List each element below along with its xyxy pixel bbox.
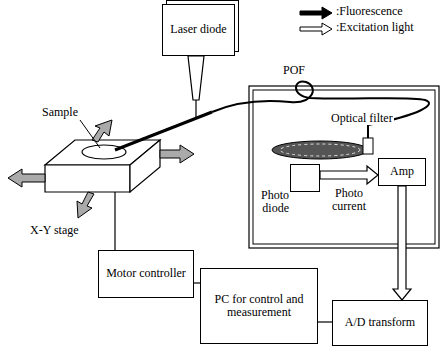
node-text: Laser diode <box>166 21 230 38</box>
move-arrow <box>8 169 45 187</box>
move-arrow <box>77 192 94 218</box>
node-text: Photo diode <box>251 189 289 215</box>
stage-side <box>130 140 160 192</box>
node-text: A/D transform <box>341 314 419 331</box>
edge-label: Photo current <box>326 187 372 213</box>
move-arrow <box>160 145 194 163</box>
photo-diode: Photo diode <box>290 164 320 192</box>
node-text: Amp <box>386 163 418 180</box>
connector-line <box>318 321 332 322</box>
legend-text: :Fluorescence <box>336 5 403 18</box>
control-wire <box>114 192 115 250</box>
detector-frame <box>249 86 439 248</box>
stage-front <box>45 165 130 192</box>
node-text: Motor controller <box>102 265 190 282</box>
laser-nozzle <box>188 56 204 100</box>
part-label: Sample <box>42 106 78 119</box>
detector-frame <box>253 90 435 244</box>
laser-tip <box>195 100 196 118</box>
leader-line <box>80 120 100 148</box>
process-box: A/D transform <box>332 300 428 346</box>
legend-arrow-white <box>300 23 332 35</box>
process-box: Motor controller <box>98 250 194 298</box>
process-box: PC for control and measurement <box>200 268 318 344</box>
node-text: PC for control and measurement <box>201 291 317 321</box>
amp-box: Amp <box>378 158 426 186</box>
legend-text: :Excitation light <box>336 21 414 34</box>
part-label: Optical filter <box>330 112 394 125</box>
filter-wheel <box>280 144 360 156</box>
filter-holder <box>363 138 373 154</box>
signal-arrow <box>393 186 411 300</box>
laser-box: Laser diode <box>162 4 235 56</box>
fiber-label: POF <box>283 64 305 77</box>
part-label: X-Y stage <box>30 224 79 237</box>
legend-arrow-black <box>300 7 332 19</box>
move-arrow <box>92 120 112 142</box>
filter-wheel <box>272 141 368 159</box>
signal-arrow <box>320 166 378 184</box>
fiber-probe <box>115 112 212 150</box>
